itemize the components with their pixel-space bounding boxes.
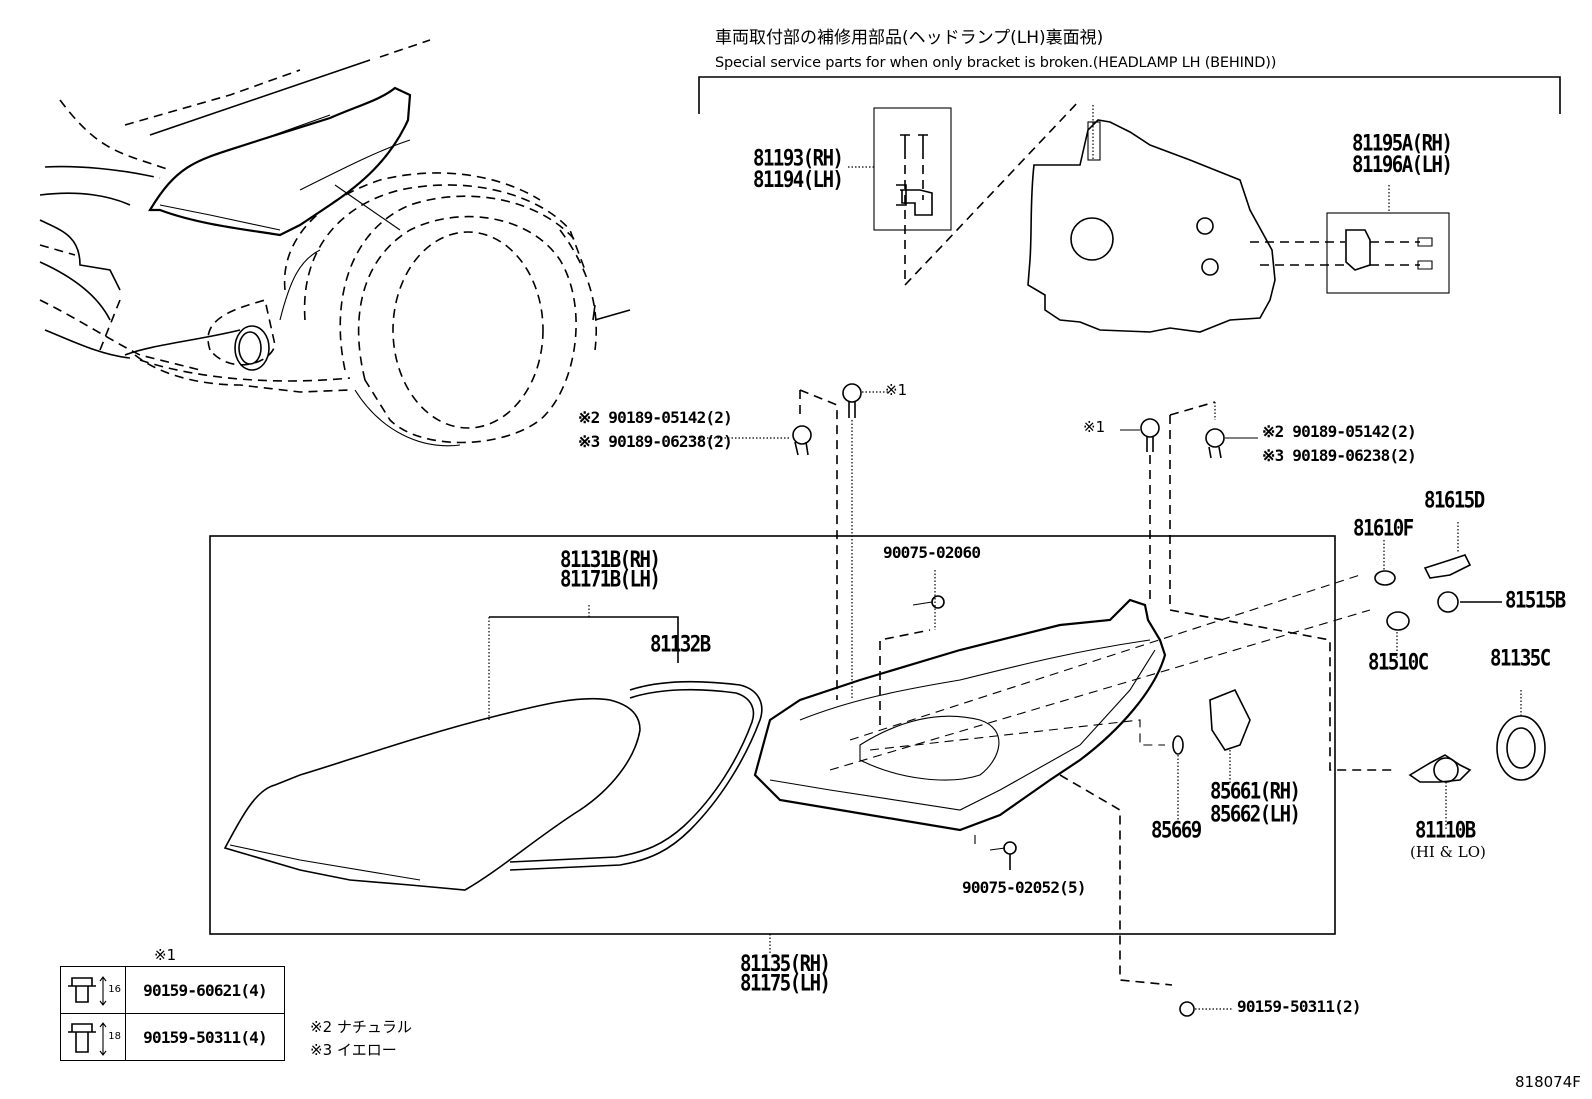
bolt-icon-16: 16 xyxy=(60,966,126,1014)
bolt-length: 18 xyxy=(108,1031,121,1042)
upper-bracket-detail xyxy=(848,99,1081,286)
bulbs-drawing xyxy=(1374,522,1546,830)
bolt-part-number[interactable]: 90159-60621(4) xyxy=(125,966,285,1014)
part-label-gasket[interactable]: 81132B xyxy=(650,631,711,657)
headlamp-assembly-drawing xyxy=(753,570,1395,986)
part-number: 81194(LH) xyxy=(753,167,844,193)
part-label-side-bracket[interactable]: 81195A(RH) 81196A(LH) xyxy=(1352,130,1453,178)
part-number: ※3 90189-06238(2) xyxy=(1262,446,1417,465)
part-label-aim-seal[interactable]: 85669 xyxy=(1151,817,1202,843)
note-natural: ※2 ナチュラル xyxy=(310,1018,412,1036)
part-label-clips-left[interactable]: ※2 90189-05142(2) ※3 90189-06238(2) xyxy=(578,406,733,454)
part-label-81515b[interactable]: 81515B xyxy=(1505,587,1566,613)
header-title-en: Special service parts for when only brac… xyxy=(715,55,1277,71)
part-number: ※2 90189-05142(2) xyxy=(578,408,733,427)
bolt-table-row: 18 90159-50311(4) xyxy=(60,1013,285,1061)
part-label-lower-screw[interactable]: 90159-50311(2) xyxy=(1237,997,1361,1016)
part-label-upper-bracket[interactable]: 81193(RH) 81194(LH) xyxy=(753,145,844,193)
part-number: 81131B(RH) xyxy=(560,547,661,573)
ref-mark-1-right: ※1 xyxy=(1083,418,1106,436)
part-label-screw-bottom[interactable]: 90075-02052(5) xyxy=(962,878,1086,897)
part-number: 81195A(RH) xyxy=(1352,130,1453,156)
part-label-screw-top[interactable]: 90075-02060 xyxy=(883,543,981,562)
part-number: ※2 90189-05142(2) xyxy=(1262,422,1417,441)
part-number: 81196A(LH) xyxy=(1352,152,1453,178)
part-label-81610f[interactable]: 81610F xyxy=(1353,515,1414,541)
bolt-part-number[interactable]: 90159-50311(4) xyxy=(125,1013,285,1061)
part-number: 81175(LH) xyxy=(740,971,831,997)
clip-and-screw-leaders xyxy=(700,383,1258,700)
bolt-table: 16 90159-60621(4) 18 90159-50311(4) xyxy=(60,966,285,1061)
part-label-81110b[interactable]: 81110B xyxy=(1415,817,1476,843)
lower-screw-drawing xyxy=(1179,1001,1233,1017)
assembly-box xyxy=(209,535,1336,935)
part-label-81510c[interactable]: 81510C xyxy=(1368,649,1429,675)
part-label-actuator[interactable]: 85661(RH) 85662(LH) xyxy=(1210,778,1301,828)
diagram-id: 818074F xyxy=(1515,1073,1581,1091)
service-parts-bracket-line xyxy=(698,76,1561,114)
part-label-assembly[interactable]: 81135(RH) 81175(LH) xyxy=(740,951,831,997)
part-number: 81135(RH) xyxy=(740,951,831,977)
ref-mark-1-left: ※1 xyxy=(885,381,908,399)
part-label-lens[interactable]: 81131B(RH) 81171B(LH) xyxy=(560,547,661,593)
part-label-81615d[interactable]: 81615D xyxy=(1424,487,1485,513)
header-title-jp: 車両取付部の補修用部品(ヘッドランプ(LH)裏面視) xyxy=(715,28,1104,48)
bolt-table-ref-mark: ※1 xyxy=(154,946,177,964)
bulb-note-hi-lo: (HI & LO) xyxy=(1410,843,1486,861)
note-yellow: ※3 イエロー xyxy=(310,1041,397,1059)
part-number: 81193(RH) xyxy=(753,145,844,171)
headlamp-back-view xyxy=(1027,105,1450,333)
part-label-81135c[interactable]: 81135C xyxy=(1490,645,1551,671)
bolt-icon-18: 18 xyxy=(60,1013,126,1061)
car-front-illustration xyxy=(39,39,631,447)
part-label-clips-right[interactable]: ※2 90189-05142(2) ※3 90189-06238(2) xyxy=(1262,420,1417,468)
part-number: ※3 90189-06238(2) xyxy=(578,432,733,451)
part-number: 85661(RH) xyxy=(1210,778,1301,805)
lens-and-gasket xyxy=(223,605,763,891)
part-number: 81171B(LH) xyxy=(560,567,661,593)
part-number: 85662(LH) xyxy=(1210,801,1301,828)
bolt-table-row: 16 90159-60621(4) xyxy=(60,966,285,1014)
bolt-length: 16 xyxy=(108,984,121,995)
